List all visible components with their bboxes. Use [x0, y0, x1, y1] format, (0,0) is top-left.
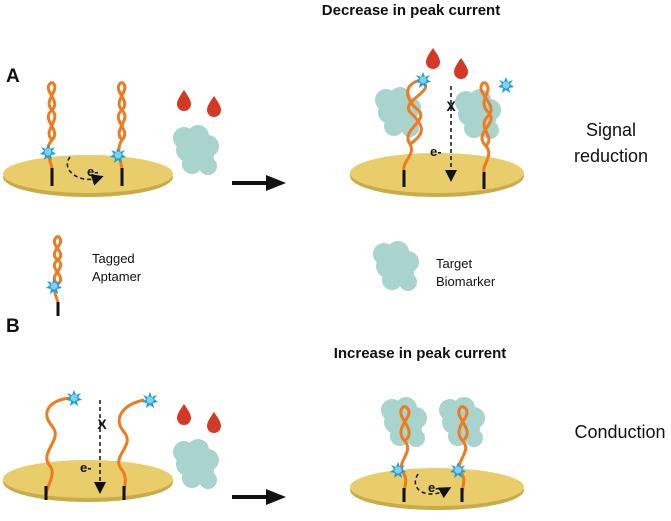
legend-aptamer-icon	[46, 234, 63, 316]
drop-icon	[177, 404, 191, 425]
legend-aptamer-line1: Tagged	[92, 251, 135, 266]
panel-b-electron-right: e-	[428, 480, 440, 495]
legend-aptamer-line2: Aptamer	[92, 269, 142, 284]
aptamer-b-left-2	[117, 392, 158, 500]
drop-icon	[426, 48, 440, 69]
electrode-a-left	[3, 155, 173, 197]
aptamer-b-left-1	[44, 390, 82, 500]
panel-b-outcome: Conduction	[574, 422, 665, 442]
tag-icon	[142, 392, 158, 408]
aptamer-b-right-2	[439, 397, 485, 502]
legend-biomarker-line2: Biomarker	[436, 274, 496, 289]
biomarker-icon	[173, 439, 219, 489]
electrode-b-right	[350, 468, 524, 510]
drop-icon	[454, 58, 468, 79]
panel-b-electron-left: e-	[80, 460, 92, 475]
aptamer-a-right-1	[375, 72, 431, 187]
aptamer-a-left-2	[110, 80, 127, 186]
tag-icon	[498, 77, 514, 93]
aptamer-b-right-1	[381, 397, 427, 502]
biomarker-icon	[375, 87, 421, 137]
drop-icon	[207, 96, 221, 117]
drop-icon	[177, 90, 191, 111]
electron-transfer-arrow	[66, 156, 104, 186]
panel-b-block-mark: X	[97, 416, 107, 432]
panel-a-outcome-line1: Signal	[586, 120, 636, 140]
biomarker-icon	[173, 125, 219, 175]
panel-a-block-mark: X	[446, 98, 456, 114]
reaction-arrow-b	[232, 489, 286, 505]
electron-transfer-arrow	[414, 473, 452, 499]
reaction-arrow-a	[232, 175, 286, 191]
panel-b-letter: B	[6, 316, 20, 337]
legend-biomarker-icon	[373, 241, 419, 291]
legend-biomarker-line1: Target	[436, 256, 473, 271]
electrode-a-right	[350, 153, 524, 197]
drop-icon	[207, 412, 221, 433]
aptamer-a-left-1	[40, 80, 57, 186]
panel-a-outcome-line2: reduction	[574, 146, 648, 166]
aptamer-a-right-2	[455, 77, 514, 189]
panel-a-electron-left: e-	[87, 164, 99, 179]
panel-b-heading: Increase in peak current	[334, 345, 507, 362]
panel-a-heading: Decrease in peak current	[322, 2, 500, 19]
panel-a-electron-right: e-	[430, 144, 442, 159]
panel-a-letter: A	[6, 66, 20, 87]
biomarker-icon	[455, 89, 501, 139]
